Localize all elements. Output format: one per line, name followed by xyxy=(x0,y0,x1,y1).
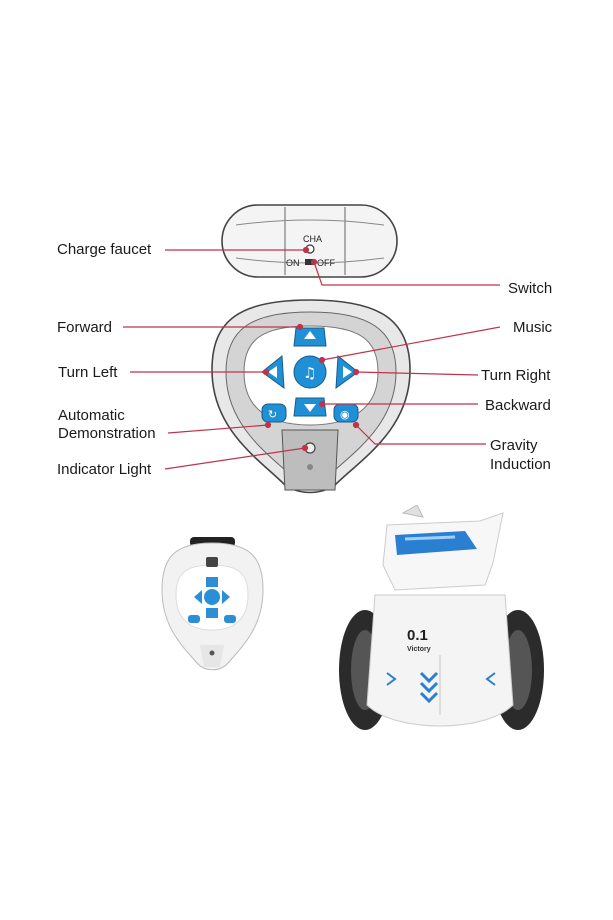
svg-text:◉: ◉ xyxy=(340,408,350,421)
robot-chest-number: 0.1 xyxy=(407,627,428,644)
off-text: OFF xyxy=(317,258,335,268)
svg-text:↻: ↻ xyxy=(268,408,277,421)
label-forward: Forward xyxy=(57,319,113,336)
svg-text:♫: ♫ xyxy=(303,364,316,382)
remote-top-view: CHA ON OFF xyxy=(221,204,398,278)
gravity-induction-button: ◉ xyxy=(333,403,359,423)
cha-text: CHA xyxy=(303,234,322,244)
backward-button xyxy=(293,397,327,417)
label-automatic-demo-2: Demonstration xyxy=(58,425,156,442)
label-backward: Backward xyxy=(485,397,551,414)
turn-left-button xyxy=(261,355,285,390)
power-switch xyxy=(305,259,315,265)
leader-lines xyxy=(123,246,501,470)
remote-front-view: ♫ ↻ ◉ xyxy=(211,299,411,494)
robot-photo: 0.1 Victory xyxy=(339,505,544,730)
forward-button xyxy=(293,327,327,347)
turn-right-button xyxy=(335,355,359,390)
label-indicator-light: Indicator Light xyxy=(57,461,152,478)
label-gravity-1: Gravity xyxy=(490,437,538,454)
label-turn-right: Turn Right xyxy=(481,367,551,384)
label-music: Music xyxy=(513,319,553,336)
label-switch: Switch xyxy=(508,280,553,297)
remote-photo xyxy=(161,537,264,671)
music-button: ♫ xyxy=(293,355,327,389)
label-gravity-2: Induction xyxy=(490,456,551,473)
on-text: ON xyxy=(286,258,300,268)
label-charge-faucet: Charge faucet xyxy=(57,241,152,258)
robot-chest-text: Victory xyxy=(407,646,431,653)
label-automatic-demo-1: Automatic xyxy=(58,407,125,424)
automatic-demo-button: ↻ xyxy=(261,403,287,423)
label-turn-left: Turn Left xyxy=(58,364,118,381)
